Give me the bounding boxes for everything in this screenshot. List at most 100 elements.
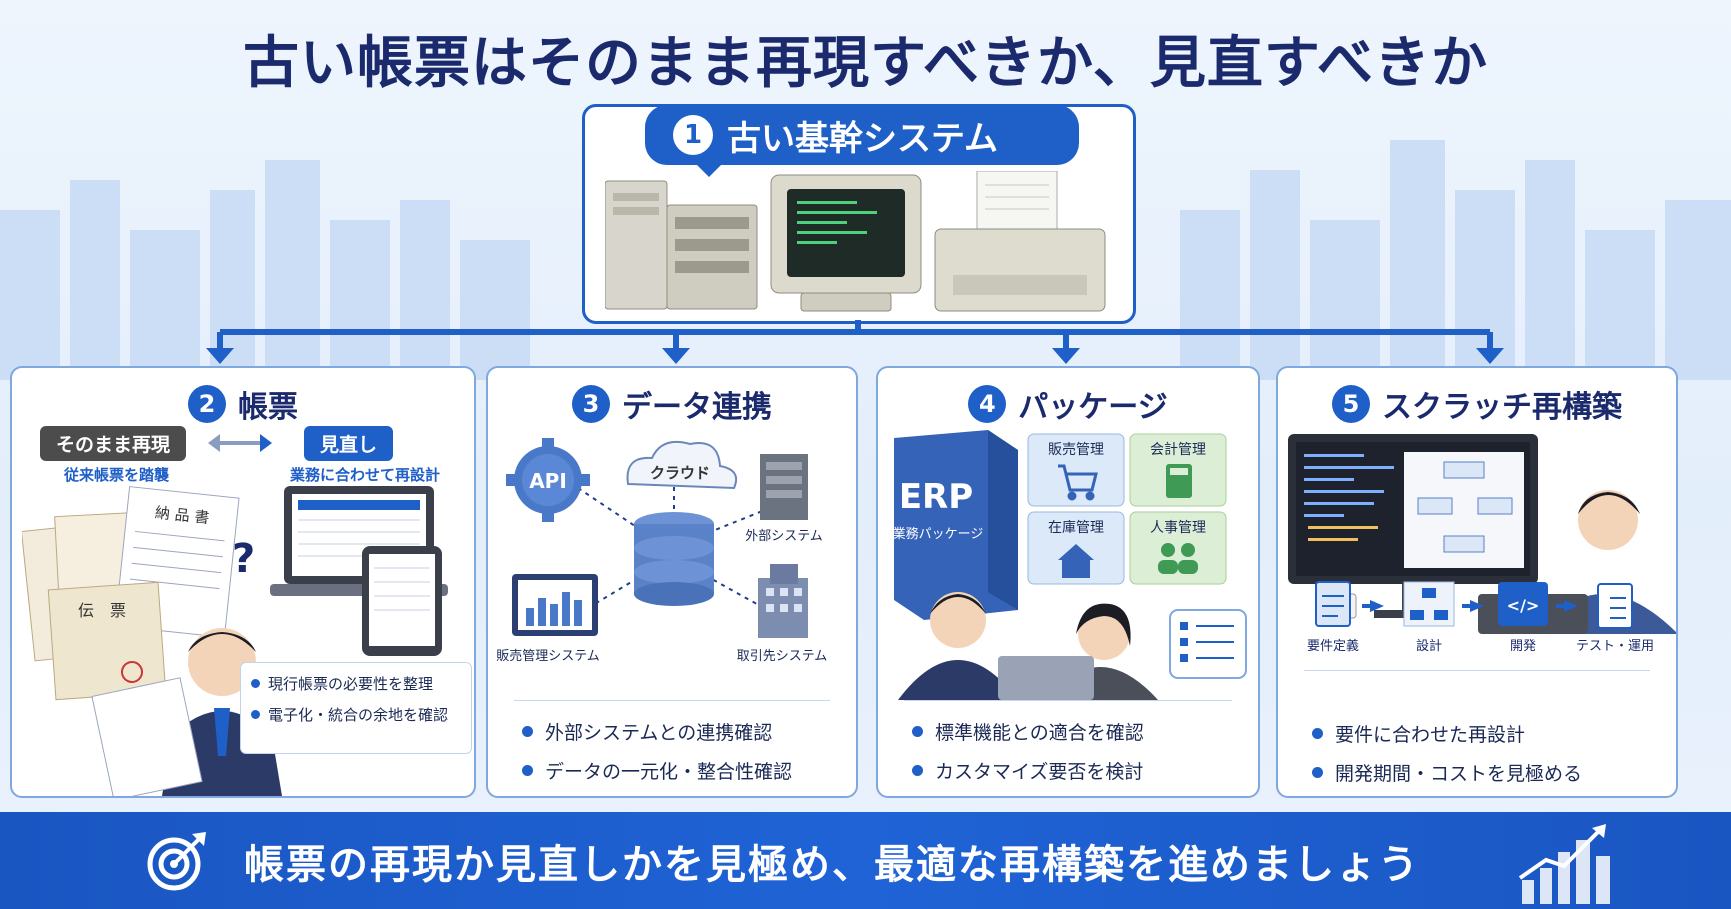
reproduce-note: 従来帳票を踏襲 [64, 466, 170, 484]
scratch-checklist: 要件に合わせた再設計 開発期間・コストを見極める [1312, 720, 1582, 796]
old-paper-forms-icon: 納 品 書 伝 票 [22, 486, 240, 701]
step-design-label: 設計 [1416, 638, 1442, 654]
forms-illustration: 納 品 書 伝 票 ? [22, 486, 448, 796]
dot-matrix-printer-icon [934, 171, 1106, 312]
svg-text:?: ? [232, 536, 255, 582]
test-clipboard-icon [1597, 583, 1633, 629]
bullet-dot-icon [1312, 728, 1323, 739]
database-icon [634, 512, 714, 606]
package-checklist: 標準機能との適合を確認 カスタマイズ要否を検討 [912, 718, 1144, 796]
divider [514, 700, 830, 701]
crt-monitor-icon [770, 174, 922, 312]
reproduce-as-is-tag: そのまま再現 [40, 426, 187, 461]
module-inventory-label: 在庫管理 [1048, 519, 1104, 536]
module-puzzle-grid: 販売管理 会計管理 在庫管理 人事管理 [1027, 433, 1227, 585]
bottom-banner: 帳票の再現か見直しかを見極め、最適な再構築を進めましょう [0, 812, 1731, 909]
bullet-dot-icon [912, 765, 923, 776]
step-number-3: 3 [572, 385, 610, 423]
card-data-title: データ連携 [622, 390, 772, 425]
step-number-1: 1 [673, 115, 713, 155]
bullet-dot-icon [251, 710, 260, 719]
card-forms-title: 帳票 [238, 390, 298, 425]
cloud-label: クラウド [650, 464, 710, 482]
cloud-icon: クラウド [626, 440, 738, 490]
calculator-icon [1166, 464, 1192, 498]
step-development-label: 開発 [1510, 639, 1536, 654]
target-arrow-icon [147, 832, 206, 891]
card-package: 4 パッケージ ERP 業務パッケージ 販売管理 会計管理 在庫管理 人事管理 [876, 366, 1260, 798]
bullet-dot-icon [912, 726, 923, 737]
banner-message: 帳票の再現か見直しかを見極め、最適な再構築を進めましょう [244, 842, 1420, 888]
legacy-system-pill: 1 古い基幹システム [645, 105, 1079, 165]
list-item: 現行帳票の必要性を整理 [251, 673, 461, 694]
list-item: データの一元化・整合性確認 [522, 757, 792, 784]
two-way-arrow-icon [208, 434, 272, 452]
api-label: API [529, 469, 567, 493]
review-note: 業務に合わせて再設計 [290, 466, 441, 484]
card-package-header: 4 パッケージ [878, 382, 1258, 426]
erp-subtitle: 業務パッケージ [893, 526, 984, 542]
tablet-form-icon [362, 546, 442, 656]
module-sales-label: 販売管理 [1048, 442, 1104, 458]
api-gear-icon: API [506, 438, 590, 522]
process-steps-flow: </> 要件定義 設計 開発 テスト・運用 [1307, 581, 1654, 654]
checklist-bubble-icon [1169, 609, 1247, 679]
warehouse-icon [1058, 544, 1094, 578]
review-tag: 見直し [304, 426, 394, 461]
module-hr-label: 人事管理 [1150, 520, 1206, 536]
step-number-5: 5 [1332, 385, 1370, 423]
design-flowchart-icon [1403, 581, 1455, 627]
tower-pc-icon [605, 180, 758, 310]
card-data-integration: 3 データ連携 API クラウド 外部システム [486, 366, 858, 798]
step-number-2: 2 [188, 385, 226, 423]
erp-title: ERP [899, 477, 973, 517]
delivery-note-label: 納 品 書 [154, 503, 210, 527]
page-title: 古い帳票はそのまま再現すべきか、見直すべきか [242, 31, 1489, 96]
data-integration-diagram: API クラウド 外部システム 販売管理システム [496, 438, 828, 664]
step-test-label: テスト・運用 [1576, 639, 1654, 654]
developer-illustration [1288, 434, 1676, 634]
people-icon [1158, 543, 1198, 574]
sales-system-label: 販売管理システム [496, 648, 600, 664]
card-data-header: 3 データ連携 [488, 382, 856, 426]
card-scratch-rebuild: 5 スクラッチ再構築 </> 要件定義 設計 開発 テスト・運用 [1276, 366, 1678, 798]
monitor-chart-icon: 販売管理システム [496, 574, 600, 664]
divider [904, 700, 1232, 701]
legacy-system-panel: 1 古い基幹システム [582, 104, 1136, 324]
data-checklist: 外部システムとの連携確認 データの一元化・整合性確認 [522, 718, 792, 796]
card-forms-header: 2 帳票 [12, 382, 474, 426]
step-number-4: 4 [968, 385, 1007, 423]
list-item: 要件に合わせた再設計 [1312, 720, 1582, 747]
divider [1304, 670, 1650, 671]
server-rack-icon: 外部システム [745, 454, 823, 544]
bullet-dot-icon [522, 726, 533, 737]
partner-system-label: 取引先システム [737, 649, 828, 664]
list-item: 標準機能との適合を確認 [912, 718, 1144, 745]
card-package-title: パッケージ [1018, 390, 1168, 425]
list-item: 電子化・統合の余地を確認 [251, 704, 461, 725]
list-item: 外部システムとの連携確認 [522, 718, 792, 745]
dot-printed-sheet-icon [91, 677, 203, 796]
business-people-meeting-icon [898, 592, 1158, 700]
shopping-cart-icon [1058, 464, 1098, 501]
requirements-doc-icon [1315, 581, 1351, 627]
office-building-icon: 取引先システム [737, 564, 828, 664]
list-item: 開発期間・コストを見極める [1312, 759, 1582, 786]
card-scratch-title: スクラッチ再構築 [1382, 390, 1622, 425]
module-accounting-label: 会計管理 [1150, 442, 1206, 458]
legacy-hardware-illustration [605, 171, 1106, 312]
bullet-dot-icon [522, 765, 533, 776]
code-monitor-icon [1288, 434, 1538, 618]
bullet-dot-icon [1312, 767, 1323, 778]
list-item: カスタマイズ要否を検討 [912, 757, 1144, 784]
slip-label: 伝 票 [78, 601, 126, 620]
erp-box-icon: ERP 業務パッケージ [893, 430, 1018, 620]
code-brackets-icon: </> [1498, 582, 1548, 626]
growth-chart-icon [1518, 824, 1610, 904]
pill-pointer [695, 163, 723, 177]
forms-checklist: 現行帳票の必要性を整理 電子化・統合の余地を確認 [240, 662, 472, 754]
legacy-system-label: 古い基幹システム [727, 118, 998, 159]
step-requirements-label: 要件定義 [1307, 638, 1359, 654]
card-forms: 2 帳票 そのまま再現 見直し 従来帳票を踏襲 業務に合わせて再設計 納 品 書… [10, 366, 476, 798]
svg-text:</>: </> [1507, 596, 1540, 615]
